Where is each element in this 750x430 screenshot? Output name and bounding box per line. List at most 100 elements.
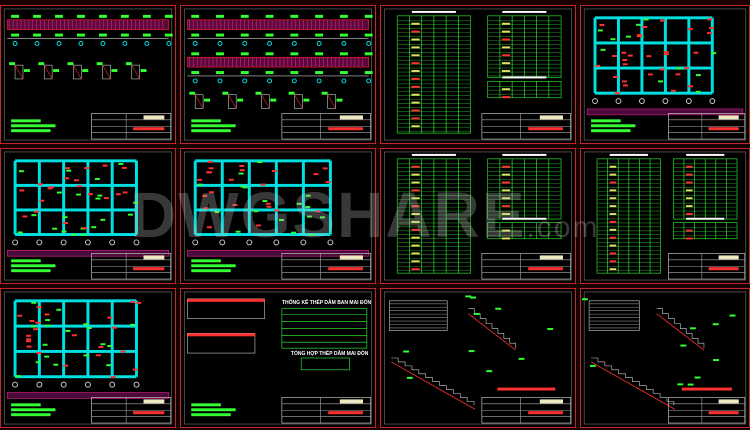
- rebar-mark: [684, 67, 689, 69]
- stair-section: [656, 308, 705, 349]
- sheet-inner-frame: [3, 8, 173, 141]
- axis-bubble: [109, 381, 116, 388]
- section-rebar: [43, 64, 53, 80]
- axis-bubble: [219, 239, 226, 246]
- sheet-inner-frame: [3, 291, 173, 425]
- grid-beam: [247, 160, 251, 235]
- rebar-shape: [609, 213, 617, 216]
- rebar-mark: [110, 376, 116, 379]
- rebar-label: [140, 69, 147, 73]
- rebar-mark: [62, 216, 68, 219]
- grid-beam: [274, 160, 278, 235]
- axis-bubble: [592, 98, 598, 105]
- sheet-drawing: [3, 8, 173, 141]
- rebar-mark: [44, 355, 50, 358]
- grid-axis-bubble: [100, 40, 106, 46]
- grid-beam: [15, 375, 137, 379]
- rebar-mark: [253, 210, 259, 213]
- rebar-mark: [22, 215, 28, 218]
- rebar-shape: [501, 205, 511, 208]
- drawing-sheet-9[interactable]: [0, 288, 176, 428]
- grid-beam: [195, 233, 331, 237]
- rebar-mark: [627, 54, 633, 57]
- stair-section: [591, 357, 675, 406]
- rebar-label: [677, 383, 684, 386]
- rebar-label: [687, 383, 694, 386]
- grid-beam: [195, 159, 331, 163]
- drawing-sheet-7[interactable]: [380, 148, 576, 284]
- rebar-mark: [707, 32, 713, 35]
- rebar-mark: [688, 85, 693, 88]
- rebar-mark: [103, 197, 109, 200]
- drawing-sheet-3[interactable]: [380, 5, 576, 144]
- rebar-label: [315, 14, 324, 18]
- rebar-label: [364, 71, 373, 75]
- legend-bar: [11, 129, 51, 133]
- drawing-sheet-2[interactable]: [180, 5, 376, 144]
- drawing-sheet-11[interactable]: [380, 288, 576, 428]
- rebar-shape: [609, 228, 617, 231]
- rebar-label: [55, 33, 63, 37]
- rebar-label: [339, 71, 348, 75]
- rebar-mark: [100, 343, 106, 346]
- rebar-mark: [44, 313, 50, 316]
- sheet-drawing: [384, 291, 572, 425]
- rebar-mark: [128, 213, 133, 216]
- drawing-sheet-1[interactable]: [0, 5, 176, 144]
- beam-section: [102, 64, 111, 80]
- rebar-mark: [313, 173, 319, 176]
- rebar-label: [465, 295, 472, 298]
- rebar-label: [303, 98, 310, 102]
- title-block: [281, 113, 371, 140]
- rebar-mark: [663, 51, 669, 54]
- axis-bubble: [60, 239, 67, 246]
- grid-beam: [134, 160, 138, 235]
- rebar-label: [315, 71, 324, 75]
- rebar-mark: [100, 218, 106, 221]
- rebar-mark: [95, 354, 101, 357]
- rebar-shape: [685, 205, 693, 208]
- rebar-mark: [63, 222, 69, 224]
- sheet-inner-frame: [583, 151, 747, 281]
- rebar-mark: [61, 230, 67, 233]
- sheet-inner-frame: [583, 8, 747, 141]
- rebar-mark: [643, 18, 649, 21]
- axis-bubble: [12, 239, 19, 246]
- drawing-sheet-5[interactable]: [0, 148, 176, 284]
- legend-bar: [191, 259, 221, 263]
- drawing-sheet-4[interactable]: [580, 5, 750, 144]
- rebar-label: [589, 364, 596, 367]
- rebar-label: [581, 298, 588, 301]
- grid-beam: [220, 160, 224, 235]
- grid-beam: [15, 183, 137, 187]
- axis-bubble: [84, 381, 91, 388]
- rebar-shape: [609, 205, 617, 208]
- rebar-mark: [595, 64, 601, 67]
- drawing-sheet-6[interactable]: [180, 148, 376, 284]
- drawing-sheet-8[interactable]: [580, 148, 750, 284]
- rebar-label: [364, 14, 373, 18]
- legend-bar: [191, 408, 236, 412]
- rebar-label: [240, 52, 249, 56]
- stair-rebar: [391, 361, 476, 410]
- rebar-shape: [411, 93, 420, 96]
- rebar-shape: [501, 88, 511, 91]
- rebar-mark: [711, 52, 717, 55]
- rebar-mark: [31, 214, 37, 217]
- title-text: [708, 127, 739, 131]
- rebar-shape: [411, 181, 420, 184]
- rebar-shape: [685, 165, 693, 168]
- rebar-mark: [659, 68, 665, 71]
- legend-bar: [11, 124, 56, 128]
- drawing-sheet-12[interactable]: [580, 288, 750, 428]
- rebar-label: [495, 307, 502, 310]
- rebar-shape: [609, 268, 617, 271]
- rebar-mark: [18, 170, 24, 173]
- sheet-drawing: [581, 291, 747, 425]
- title-logo: [718, 399, 739, 404]
- rebar-label: [216, 52, 224, 56]
- rebar-shape: [411, 77, 420, 80]
- rebar-mark: [53, 363, 59, 366]
- grid-axis-bubble: [242, 78, 248, 84]
